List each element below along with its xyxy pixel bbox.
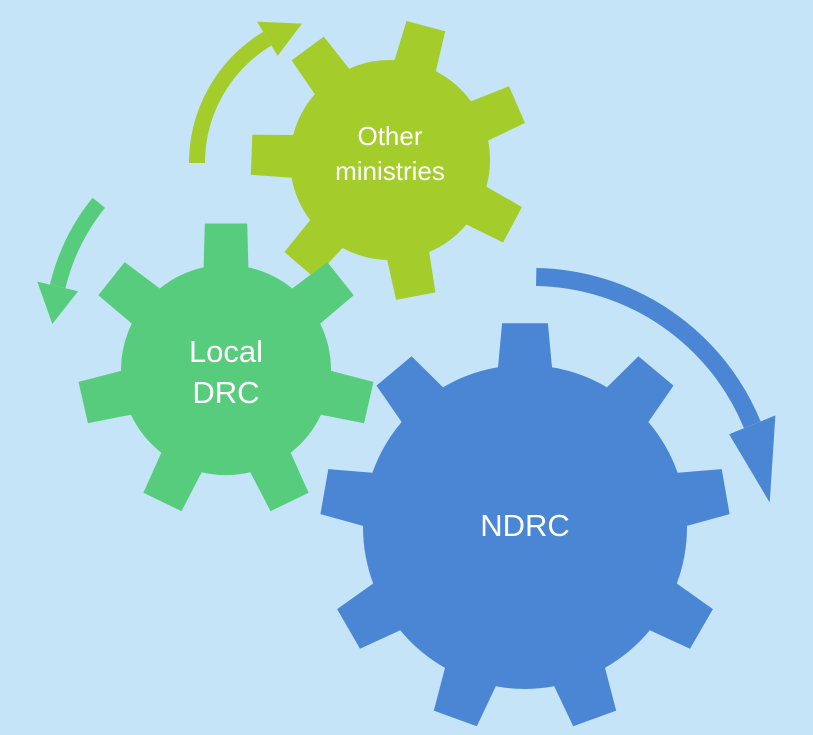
- ndrc-gear-shape: [320, 323, 730, 727]
- ndrc-arrow-head: [729, 415, 776, 503]
- gear-local-drc: Local DRC: [78, 223, 374, 512]
- other-ministries-arrow: [189, 21, 302, 164]
- local-drc-arrow-body: [49, 197, 106, 289]
- local-drc-label-line2: DRC: [192, 375, 259, 410]
- gear-other-ministries: Other ministries: [250, 21, 526, 300]
- other-ministries-gear-shape: [250, 21, 526, 300]
- other-ministries-label-line1: Other: [357, 121, 422, 151]
- other-ministries-label-line2: ministries: [335, 156, 445, 186]
- ndrc-label: NDRC: [480, 508, 570, 543]
- ndrc-arrow: [536, 268, 776, 503]
- local-drc-label-line1: Local: [189, 334, 263, 369]
- other-ministries-arrow-head: [257, 21, 302, 56]
- ndrc-arrow-body: [536, 268, 761, 429]
- gear-ndrc: NDRC: [320, 323, 730, 727]
- local-drc-gear-shape: [78, 223, 374, 512]
- other-ministries-arrow-body: [189, 31, 272, 164]
- local-drc-arrow: [37, 197, 106, 324]
- local-drc-arrow-head: [37, 281, 79, 324]
